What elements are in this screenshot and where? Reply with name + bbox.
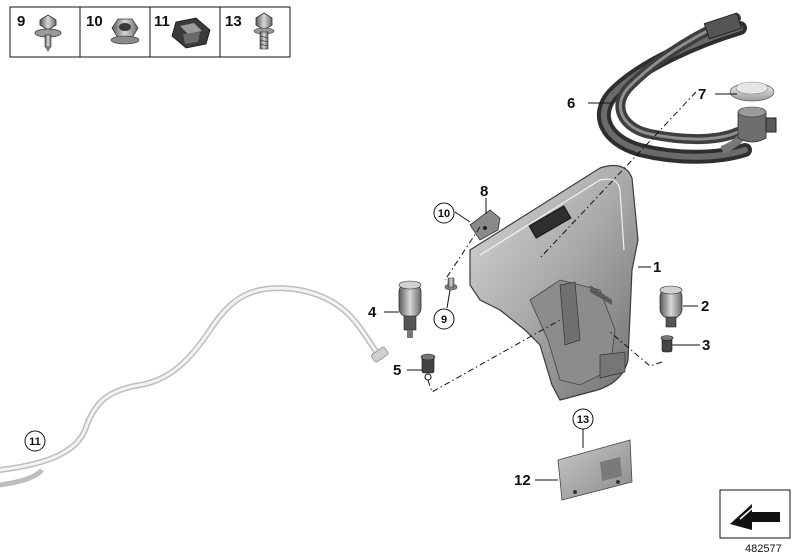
cover-plate bbox=[557, 439, 633, 501]
washer-hose bbox=[0, 285, 389, 488]
callout-13: 13 bbox=[577, 414, 589, 426]
callout-1: 1 bbox=[653, 259, 661, 276]
legend-label-13: 13 bbox=[225, 13, 242, 30]
filler-neck bbox=[596, 12, 752, 164]
legend-label-10: 10 bbox=[86, 13, 103, 30]
circled-callout-10 bbox=[433, 202, 455, 224]
washer-pump-4 bbox=[398, 280, 422, 338]
callout-10: 10 bbox=[438, 208, 450, 220]
circled-callout-13 bbox=[572, 408, 594, 430]
callout-4: 4 bbox=[368, 304, 377, 321]
direction-arrow-icon bbox=[719, 489, 791, 539]
filler-cap bbox=[729, 81, 777, 143]
callout-3: 3 bbox=[702, 337, 710, 354]
bracket bbox=[469, 209, 501, 241]
grommet-3 bbox=[660, 335, 674, 353]
callout-9: 9 bbox=[441, 314, 447, 326]
washer-pump-2 bbox=[659, 285, 683, 328]
circled-callout-11 bbox=[24, 430, 46, 452]
callout-12: 12 bbox=[514, 472, 531, 489]
callout-5: 5 bbox=[393, 362, 401, 379]
circled-callout-9 bbox=[433, 308, 455, 330]
callout-7: 7 bbox=[698, 86, 706, 103]
screw-13-icon bbox=[253, 12, 275, 50]
leader-lines bbox=[384, 93, 737, 481]
callout-8: 8 bbox=[480, 183, 488, 200]
legend-label-11: 11 bbox=[154, 13, 170, 30]
bolt-9-mounted bbox=[444, 277, 458, 291]
callouts: 6 7 8 10 1 2 3 4 5 9 11 13 12 bbox=[24, 86, 710, 489]
grommet-5 bbox=[420, 353, 436, 381]
legend-label-9: 9 bbox=[17, 13, 25, 30]
assembly-lines bbox=[427, 91, 697, 393]
legend-box: 9 10 11 13 bbox=[9, 6, 291, 58]
nut-10-icon bbox=[110, 18, 140, 45]
callout-2: 2 bbox=[701, 298, 709, 315]
washer-reservoir bbox=[469, 165, 639, 401]
reference-number: 482577 bbox=[745, 543, 782, 555]
callout-11: 11 bbox=[29, 436, 41, 448]
bolt-9-icon bbox=[34, 14, 62, 52]
callout-6: 6 bbox=[567, 95, 575, 112]
clip-11-icon bbox=[171, 17, 211, 49]
